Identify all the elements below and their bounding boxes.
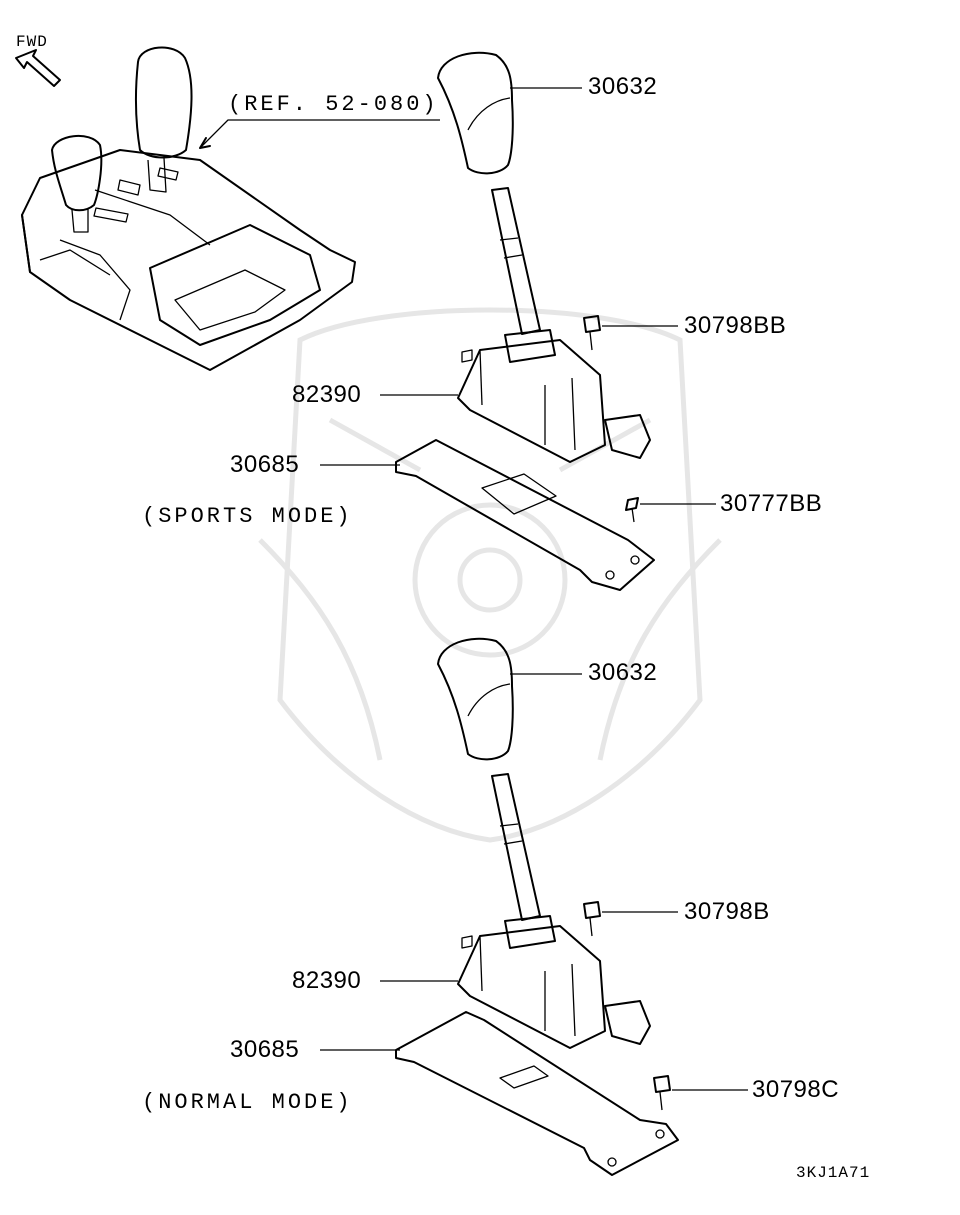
bolt-bottom-icon — [583, 901, 601, 937]
console-assembly — [21, 46, 356, 371]
part-82390-bottom: 82390 — [292, 967, 362, 994]
part-30685-bottom: 30685 — [230, 1036, 300, 1063]
part-30798b: 30798B — [684, 898, 770, 925]
watermark-emblem — [258, 307, 722, 843]
part-82390-top: 82390 — [292, 381, 362, 408]
ref-arrow-head — [199, 137, 211, 149]
part-30798c: 30798C — [752, 1076, 840, 1103]
part-30632-bottom: 30632 — [588, 659, 658, 686]
footer-code: 3KJ1A71 — [796, 1164, 871, 1182]
part-30777bb: 30777BB — [720, 490, 823, 517]
plate-top — [395, 439, 655, 591]
shift-lever-top — [457, 187, 651, 463]
part-30632-top: 30632 — [588, 73, 658, 100]
bolt-top-icon — [583, 315, 601, 351]
normal-mode-label: (NORMAL MODE) — [142, 1090, 353, 1115]
plate-bottom — [395, 1011, 679, 1176]
sports-mode-label: (SPORTS MODE) — [142, 504, 353, 529]
ref-leader-line — [199, 119, 440, 149]
fwd-arrow-icon — [15, 49, 61, 87]
screw-top-icon — [625, 497, 639, 523]
fwd-label: FWD — [16, 33, 48, 51]
knob-top — [437, 51, 514, 175]
knob-bottom — [437, 637, 514, 761]
part-30798bb: 30798BB — [684, 312, 787, 339]
bolt-bottom2-icon — [653, 1075, 671, 1111]
shift-lever-bottom — [457, 773, 651, 1049]
part-30685-top: 30685 — [230, 451, 300, 478]
ref-label: (REF. 52-080) — [228, 92, 439, 117]
